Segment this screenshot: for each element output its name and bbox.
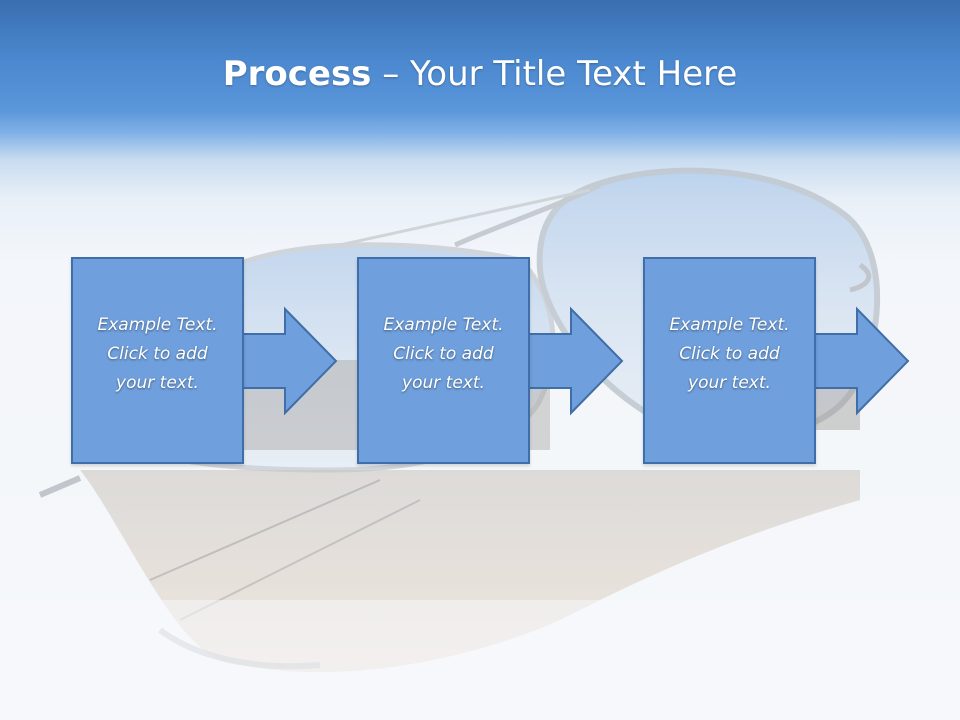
process-step-3-text[interactable]: Example Text. Click to add your text. [669, 315, 790, 393]
slide-title-rest: – Your Title Text Here [371, 54, 738, 94]
process-step-1-text[interactable]: Example Text. Click to add your text. [97, 315, 218, 393]
process-step-2[interactable]: Example Text. Click to add your text. [357, 257, 530, 464]
process-step-2-text[interactable]: Example Text. Click to add your text. [383, 315, 504, 393]
slide-title: Process – Your Title Text Here [0, 52, 960, 96]
slide-title-bold: Process [222, 54, 372, 94]
process-step-3[interactable]: Example Text. Click to add your text. [643, 257, 816, 464]
process-step-1[interactable]: Example Text. Click to add your text. [71, 257, 244, 464]
